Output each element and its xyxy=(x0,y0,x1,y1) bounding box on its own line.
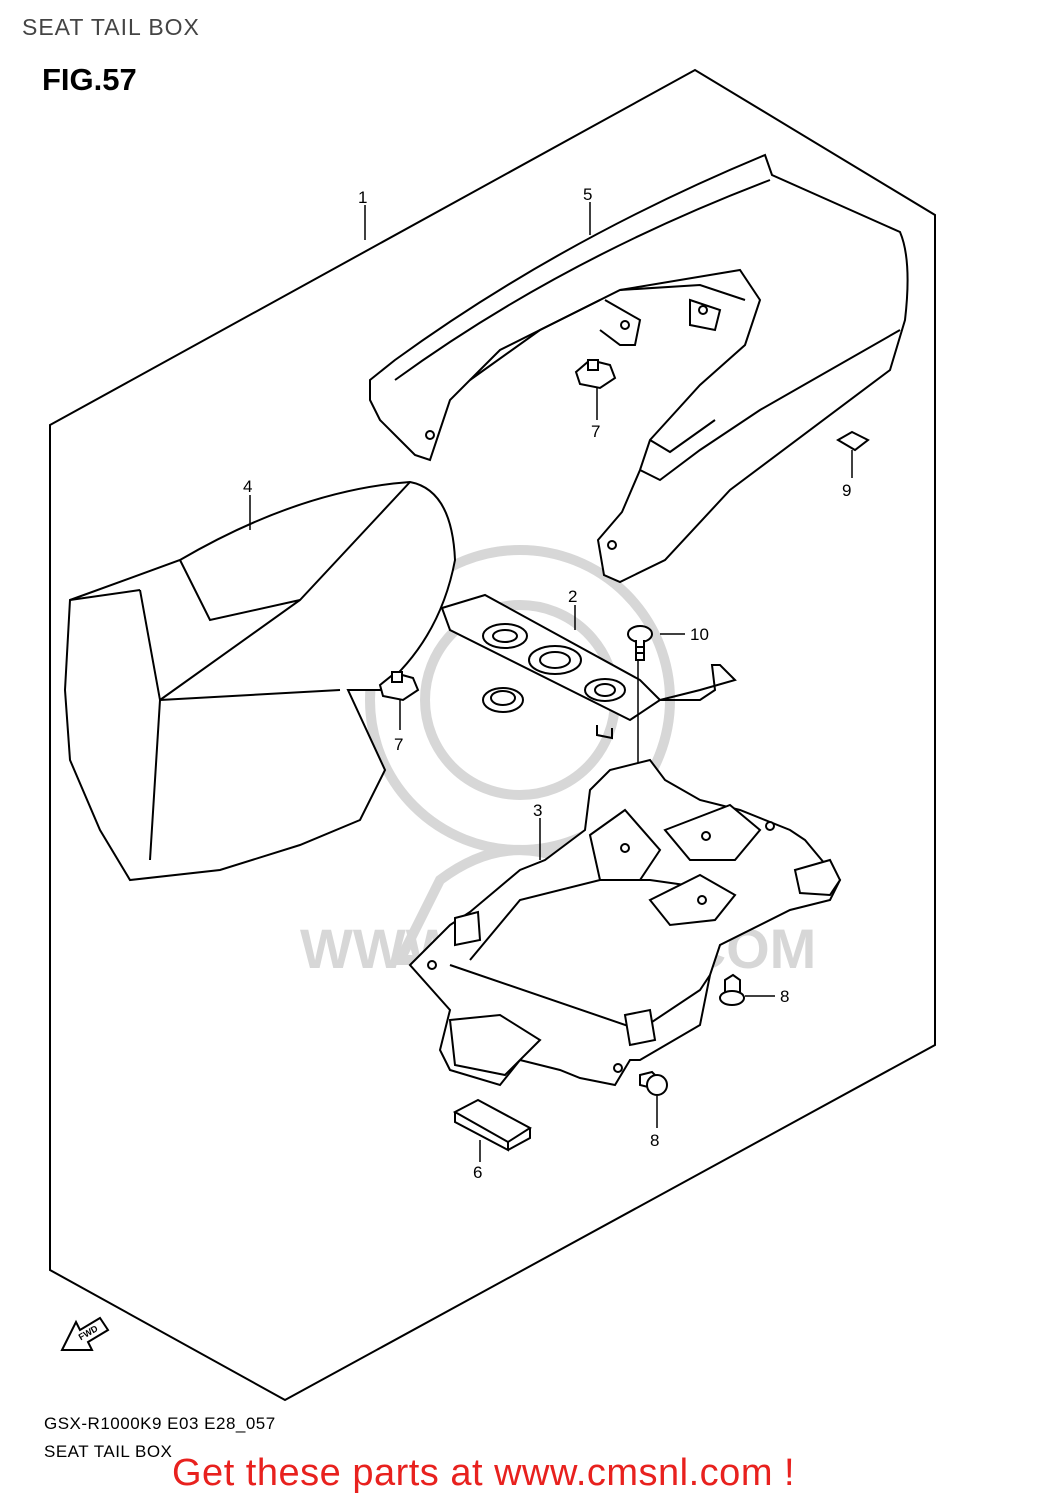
callout-7-upper: 7 xyxy=(591,422,600,441)
leader-lines xyxy=(249,202,853,1162)
page-title: SEAT TAIL BOX xyxy=(22,14,200,40)
callout-3: 3 xyxy=(533,801,542,820)
figure-label: FIG.57 xyxy=(42,62,137,97)
callout-8-bottom: 8 xyxy=(650,1131,659,1150)
part-8-screw-bottom xyxy=(639,1070,668,1096)
promo-link[interactable]: Get these parts at www.cmsnl.com ! xyxy=(172,1452,796,1494)
callout-10: 10 xyxy=(690,625,709,644)
callout-8-right: 8 xyxy=(780,987,789,1006)
callout-6: 6 xyxy=(473,1163,482,1182)
part-10-screw xyxy=(627,625,653,661)
callout-4: 4 xyxy=(243,477,252,496)
assembly-outline xyxy=(49,68,936,1402)
footer-title: SEAT TAIL BOX xyxy=(44,1442,173,1461)
callout-2: 2 xyxy=(568,587,577,606)
callout-1: 1 xyxy=(358,188,367,207)
part-8-screw-right xyxy=(719,973,745,1006)
fwd-arrow-icon: FWD xyxy=(60,1316,110,1351)
part-2-plate xyxy=(440,593,737,740)
part-3-seat-frame xyxy=(408,758,842,1087)
part-7-clip-upper xyxy=(574,358,617,390)
part-6-pad xyxy=(452,1098,532,1152)
part-7-clip-lower xyxy=(378,671,420,702)
part-5-tail-cowl xyxy=(369,153,909,584)
callout-9: 9 xyxy=(842,481,851,500)
part-9-pad xyxy=(836,430,870,452)
callout-5: 5 xyxy=(583,185,592,204)
footer-model-code: GSX-R1000K9 E03 E28_057 xyxy=(44,1414,276,1433)
part-4-seat-cover xyxy=(63,480,457,882)
callout-7-lower: 7 xyxy=(394,735,403,754)
